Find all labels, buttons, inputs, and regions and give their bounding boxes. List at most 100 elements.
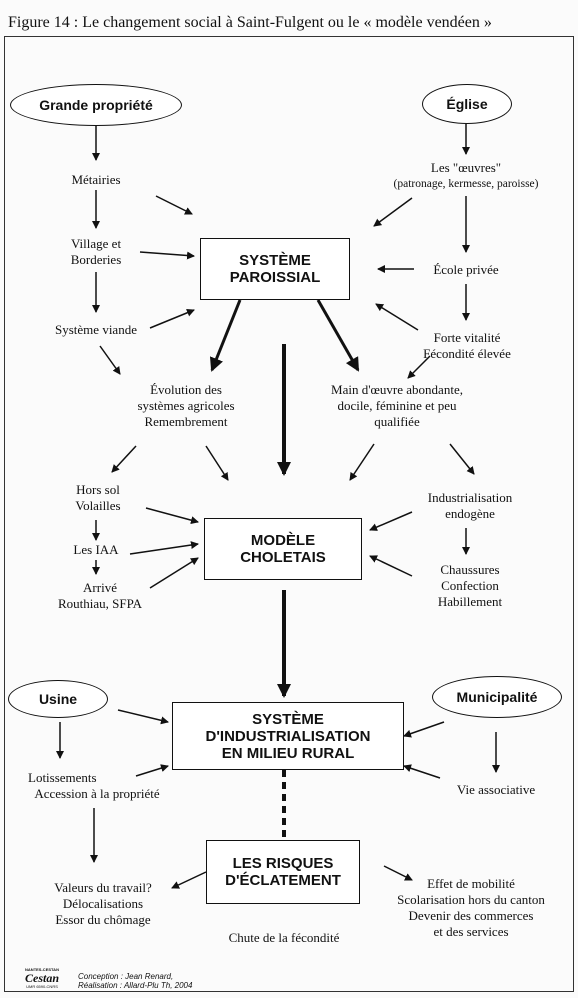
arrow-evolution-mc — [205, 445, 229, 481]
oeuvres-line2: (patronage, kermesse, paroisse) — [393, 178, 539, 190]
evolution-node: Évolution des systèmes agricoles Remembr… — [120, 382, 252, 430]
endogene-line1: Industrialisation — [427, 490, 513, 505]
chaussures-line3: Habillement — [437, 594, 503, 609]
arrow-main-mc — [349, 443, 375, 481]
industrialisation-line2: D'INDUSTRIALISATION — [205, 727, 371, 745]
arrow-vitalite-main — [407, 355, 431, 379]
arrow-sp-main — [316, 299, 360, 372]
lotissements-line1: Lotissements — [28, 770, 97, 785]
arrive-line2: Routhiau, SFPA — [57, 596, 143, 611]
lotissements-node: Lotissements Accession à la propriété — [22, 770, 172, 802]
mobilite-line2: Scolarisation hors du canton — [397, 892, 545, 907]
arrow-sp-evolution — [209, 299, 242, 372]
modele-choletais-box: MODÈLE CHOLETAIS — [204, 518, 362, 580]
valeurs-line3: Essor du chômage — [55, 912, 151, 927]
risques-line2: D'ÉCLATEMENT — [225, 872, 341, 889]
arrow-viande-evolution — [99, 345, 121, 375]
valeurs-line2: Délocalisations — [62, 896, 144, 911]
arrow-village-sp — [139, 251, 195, 260]
arrow-vie-industrialisation — [403, 764, 441, 779]
arrow-endogene-mc — [369, 511, 413, 531]
arrow-arrive-mc — [149, 557, 199, 589]
logo-main-text: Cestan — [25, 971, 59, 985]
industrialisation-line3: EN MILIEU RURAL — [221, 744, 355, 762]
modele-choletais-line2: CHOLETAIS — [240, 549, 326, 566]
oeuvres-node: Les "œuvres" (patronage, kermesse, paroi… — [366, 160, 566, 192]
eglise-ellipse: Église — [422, 84, 512, 124]
diagram-frame — [4, 36, 574, 992]
chaussures-line1: Chaussures — [440, 562, 500, 577]
systeme-paroissial-line2: PAROISSIAL — [229, 269, 321, 286]
risques-line1: LES RISQUES — [232, 855, 334, 872]
iaa-node: Les IAA — [73, 542, 119, 557]
arrive-node: Arrivé Routhiau, SFPA — [50, 580, 150, 612]
mobilite-node: Effet de mobilité Scolarisation hors du … — [382, 876, 560, 940]
chute-fecondite-node: Chute de la fécondité — [228, 930, 340, 945]
arrow-iaa-mc — [129, 541, 199, 555]
usine-label: Usine — [38, 691, 78, 707]
risques-box: LES RISQUES D'ÉCLATEMENT — [206, 840, 360, 904]
main-oeuvre-node: Main d'œuvre abondante, docile, féminine… — [310, 382, 484, 430]
hors-sol-line1: Hors sol — [76, 482, 120, 497]
mobilite-line3: Devenir des commerces — [408, 908, 534, 923]
vitalite-line2: Fécondité élevée — [423, 346, 511, 361]
arrow-main-endogene — [449, 443, 475, 475]
hors-sol-node: Hors sol Volailles — [62, 482, 134, 514]
village-line2: Borderies — [70, 252, 122, 267]
chaussures-line2: Confection — [441, 578, 499, 593]
valeurs-node: Valeurs du travail? Délocalisations Esso… — [38, 880, 168, 928]
municipalite-label: Municipalité — [456, 689, 538, 705]
evolution-line3: Remembrement — [144, 414, 228, 429]
valeurs-line1: Valeurs du travail? — [54, 880, 152, 895]
credit-text: Conception : Jean Renard, Réalisation : … — [78, 972, 192, 990]
arrow-chaussures-mc — [369, 555, 413, 577]
main-oeuvre-line1: Main d'œuvre abondante, — [331, 382, 463, 397]
hors-sol-line2: Volailles — [75, 498, 121, 513]
municipalite-ellipse: Municipalité — [432, 676, 562, 718]
cestan-logo: NANTES-CESTAN Cestan UMR 6590-CNRS — [14, 966, 70, 990]
arrow-lotissements-industrialisation — [135, 764, 169, 777]
village-line1: Village et — [70, 236, 122, 251]
main-oeuvre-line3: qualifiée — [374, 414, 420, 429]
arrow-vitalite-sp — [375, 303, 419, 331]
systeme-paroissial-box: SYSTÈME PAROISSIAL — [200, 238, 350, 300]
arrow-viande-sp — [149, 308, 195, 329]
ecole-privee-node: École privée — [433, 262, 499, 277]
credit-line1: Conception : Jean Renard, — [78, 972, 174, 981]
lotissements-line2: Accession à la propriété — [34, 786, 160, 801]
figure-title: Figure 14 : Le changement social à Saint… — [8, 14, 492, 31]
grande-propriete-label: Grande propriété — [39, 97, 153, 113]
arrow-municipalite-industrialisation — [403, 721, 445, 738]
vitalite-line1: Forte vitalité — [433, 330, 501, 345]
evolution-line2: systèmes agricoles — [137, 398, 235, 413]
systeme-paroissial-line1: SYSTÈME — [239, 252, 311, 269]
village-node: Village et Borderies — [54, 236, 138, 268]
arrow-metairies-sp — [155, 195, 193, 215]
vitalite-node: Forte vitalité Fécondité élevée — [410, 330, 524, 362]
modele-choletais-line1: MODÈLE — [250, 532, 316, 549]
eglise-label: Église — [446, 96, 488, 112]
arrow-usine-industrialisation — [117, 709, 169, 725]
systeme-viande-node: Système viande — [55, 322, 137, 337]
main-oeuvre-line2: docile, féminine et peu — [337, 398, 457, 413]
usine-ellipse: Usine — [8, 680, 108, 718]
arrive-line1: Arrivé — [83, 580, 117, 595]
credit-line2: Réalisation : Allard-Plu Th, 2004 — [78, 981, 193, 990]
mobilite-line1: Effet de mobilité — [427, 876, 515, 891]
oeuvres-line1: Les "œuvres" — [430, 160, 502, 175]
industrialisation-line1: SYSTÈME — [252, 710, 324, 728]
endogene-line2: endogène — [445, 506, 495, 521]
industrialisation-box: SYSTÈME D'INDUSTRIALISATION EN MILIEU RU… — [172, 702, 404, 770]
arrow-evolution-horssol — [111, 445, 137, 473]
chaussures-node: Chaussures Confection Habillement — [422, 562, 518, 610]
endogene-node: Industrialisation endogène — [414, 490, 526, 522]
arrow-risques-mobilite — [383, 865, 413, 881]
arrow-risques-valeurs — [171, 871, 207, 889]
evolution-line1: Évolution des — [150, 382, 222, 397]
logo-top-text: NANTES-CESTAN — [25, 967, 59, 972]
grande-propriete-ellipse: Grande propriété — [10, 84, 182, 126]
vie-associative-node: Vie associative — [456, 782, 536, 797]
logo-bottom-text: UMR 6590-CNRS — [26, 984, 58, 989]
